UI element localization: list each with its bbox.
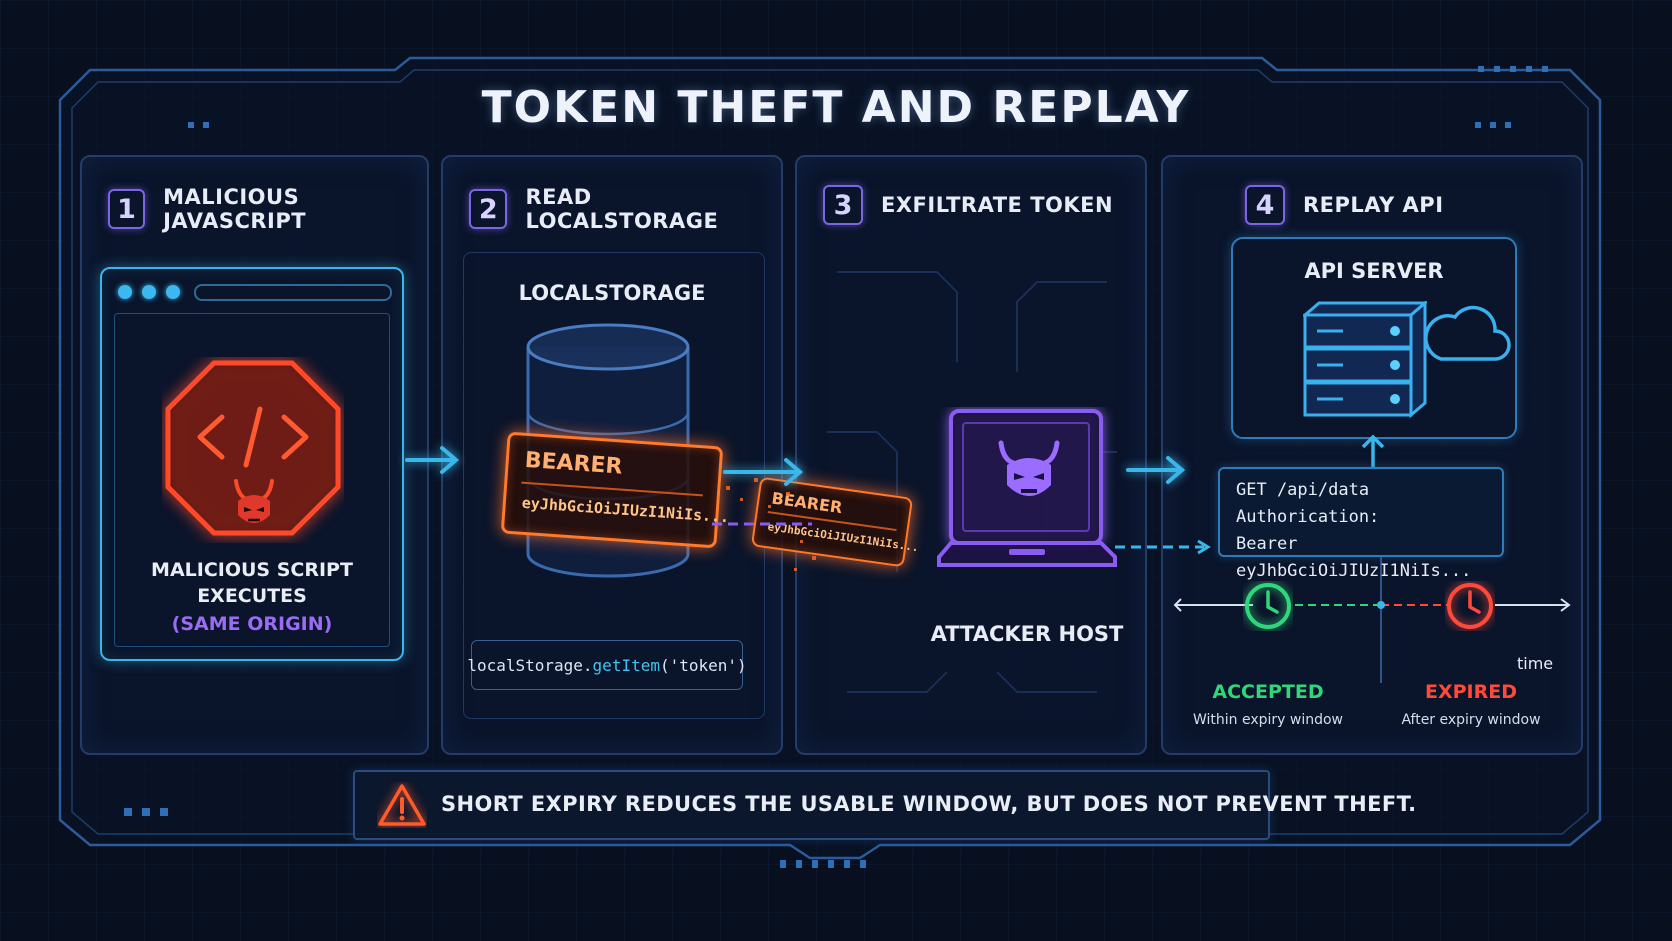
laptop-icon <box>937 409 1117 567</box>
storage-label: LOCALSTORAGE <box>518 281 706 305</box>
devil-icon <box>234 479 274 523</box>
step-number-badge: 1 <box>108 189 146 229</box>
accepted-sub: Within expiry window <box>1192 712 1344 728</box>
server-icon <box>1303 301 1427 419</box>
step-number-badge: 3 <box>823 185 863 225</box>
clock-icon <box>1245 583 1291 629</box>
step-number-badge: 2 <box>469 189 508 229</box>
getitem-code-snippet: localStorage.getItem('token') <box>467 640 747 690</box>
step-panel-4: 4 REPLAY API API SERVER GET /api/data Au… <box>1161 155 1583 755</box>
address-bar <box>194 284 392 301</box>
code-octagon-icon <box>165 360 341 536</box>
token-type: BEARER <box>523 447 624 480</box>
step-panel-2: 2 READ LOCALSTORAGE LOCALSTORAGE BEARER … <box>441 155 783 755</box>
request-header-value: Bearer eyJhbGciOiJIUzI1NiIs... <box>1236 534 1472 581</box>
expired-label: EXPIRED <box>1424 681 1517 703</box>
token-value: eyJhbGciOiJIUzI1NiIs... <box>766 520 920 555</box>
clock-icon <box>1447 583 1493 629</box>
step-label: READ LOCALSTORAGE <box>525 185 719 233</box>
script-caption-line1: MALICIOUS SCRIPT <box>151 559 353 581</box>
step-panel-1: 1 MALICIOUS JAVASCRIPT MALICIOUS SCRIPT … <box>80 155 429 755</box>
step-label: EXFILTRATE TOKEN <box>881 193 1114 217</box>
replay-request: GET /api/data Authorication: Bearer eyJh… <box>1218 467 1504 581</box>
time-axis-label: time <box>1517 654 1554 673</box>
warning-banner: SHORT EXPIRY REDUCES THE USABLE WINDOW, … <box>353 770 1416 840</box>
api-server-label: API SERVER <box>1304 259 1444 283</box>
step-label: REPLAY API <box>1303 193 1444 217</box>
page-title: TOKEN THEFT AND REPLAY <box>481 82 1191 133</box>
attacker-host-label: ATTACKER HOST <box>930 622 1124 646</box>
expiry-timeline <box>1173 557 1571 683</box>
step-label: MALICIOUS JAVASCRIPT <box>163 185 307 233</box>
request-line: GET /api/data <box>1236 480 1370 500</box>
token-value: eyJhbGciOiJIUzI1NiIs... <box>521 493 730 527</box>
browser-viewport <box>114 313 390 647</box>
bearer-token-card: BEARER eyJhbGciOiJIUzI1NiIs... <box>500 431 730 549</box>
code-function: getItem <box>592 655 660 675</box>
expired-sub: After expiry window <box>1401 712 1541 728</box>
code-argument: ('token') <box>659 655 747 675</box>
api-server-box: API SERVER <box>1231 237 1517 439</box>
warning-icon <box>378 784 426 826</box>
cloud-icon <box>1425 305 1511 361</box>
accepted-label: ACCEPTED <box>1212 681 1324 703</box>
arrow-up-icon <box>1361 434 1385 469</box>
step-panel-3: 3 EXFILTRATE TOKEN BEARER eyJhbGciOiJIUz… <box>750 155 1147 755</box>
step-number-badge: 4 <box>1245 185 1285 225</box>
request-header-name: Authorication: <box>1236 507 1380 527</box>
window-controls <box>118 285 180 299</box>
browser-window: MALICIOUS SCRIPT EXECUTES (SAME ORIGIN) <box>100 267 404 661</box>
same-origin-label: (SAME ORIGIN) <box>171 613 333 635</box>
warning-message: SHORT EXPIRY REDUCES THE USABLE WINDOW, … <box>441 792 1417 816</box>
code-prefix: localStorage. <box>467 655 593 675</box>
script-caption-line2: EXECUTES <box>197 585 307 607</box>
